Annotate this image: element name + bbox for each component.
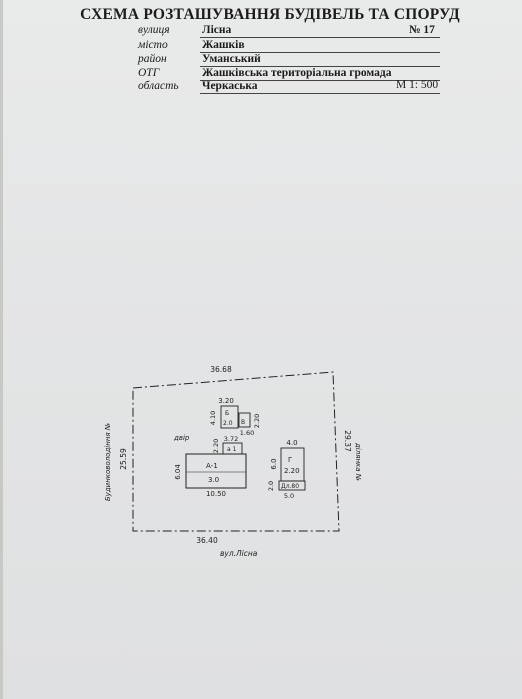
bottom-side-length: 36.40 — [196, 536, 218, 545]
underline — [200, 80, 440, 81]
row-value: Жашківська територіальна громада — [202, 67, 392, 79]
left-side-length: 25.59 — [119, 448, 128, 470]
row-value: Жашків — [202, 39, 245, 51]
row-label: місто — [138, 39, 168, 51]
row-value: Уманський — [202, 53, 261, 65]
right-side-length: 29.37 — [343, 430, 352, 452]
row-value: Лісна — [202, 24, 232, 36]
house-a1-height: 3.0 — [208, 476, 219, 484]
annex-a1-letter: а 1 — [227, 446, 237, 453]
shed-d-outline — [278, 480, 306, 491]
underline — [200, 93, 440, 94]
shed-d-depth: 2.0 — [267, 481, 275, 491]
top-side-length: 36.68 — [210, 365, 232, 374]
garage-g-height: 2.20 — [284, 467, 300, 475]
street-label: вул.Лісна — [220, 549, 258, 558]
plot-boundary — [132, 371, 340, 532]
shed-d-letter: Дл.80 — [281, 483, 299, 490]
underline — [200, 52, 440, 53]
row-value: Черкаська — [202, 80, 258, 92]
page-edge — [0, 0, 3, 699]
shed-v-letter: В — [241, 419, 245, 426]
house-a1-length: 10.50 — [206, 490, 226, 498]
left-neighbor-label: Будинковолодіння № — [104, 423, 112, 501]
house-a1-outline — [185, 453, 247, 489]
annex-a1-depth: 2.20 — [212, 439, 220, 453]
row-label: область — [138, 80, 179, 92]
shed-b-outline — [220, 405, 239, 429]
shed-b-depth: 4.10 — [209, 411, 217, 425]
scale-label: М 1: 500 — [396, 79, 439, 91]
row-label: вулиця — [138, 24, 170, 36]
house-a1-depth: 6.04 — [174, 464, 182, 480]
row-label: ОТГ — [138, 67, 160, 79]
right-neighbor-label: ділянка № — [354, 442, 362, 481]
garage-g-depth: 6.0 — [270, 458, 278, 469]
shed-d-width: 5.0 — [284, 492, 294, 500]
house-a1-letter: А-1 — [206, 462, 218, 470]
shed-v-depth: 2.20 — [253, 414, 261, 428]
shed-b-letter: Б — [225, 410, 229, 417]
shed-b-height: 2.0 — [223, 420, 233, 427]
shed-v-width: 1.60 — [240, 429, 254, 437]
document-title: СХЕМА РОЗТАШУВАННЯ БУДІВЕЛЬ ТА СПОРУД — [80, 6, 460, 23]
garage-g-outline — [280, 447, 305, 482]
underline — [200, 37, 440, 38]
row-label: район — [138, 53, 167, 65]
shed-b-width: 3.20 — [218, 397, 234, 405]
underline — [200, 66, 440, 67]
garage-g-width: 4.0 — [286, 439, 297, 447]
garage-g-letter: Г — [288, 456, 292, 464]
shed-v-outline — [238, 412, 251, 428]
house-number: № 17 — [409, 24, 435, 36]
annex-a1-length: 3.72 — [224, 435, 238, 443]
yard-label: двір — [173, 434, 190, 442]
